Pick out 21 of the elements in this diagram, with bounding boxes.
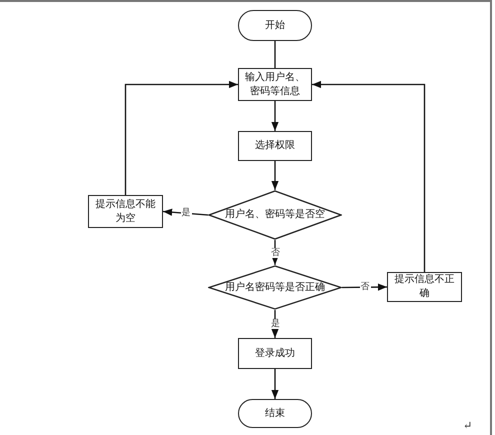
process-box: 选择权限: [238, 131, 312, 161]
edge-label: 是: [180, 208, 192, 218]
edge-label: 是: [270, 319, 281, 329]
process-box: 输入用户名、密码等信息: [238, 68, 312, 101]
process-box: 登录成功: [238, 338, 312, 369]
arrow: [162, 208, 208, 216]
arrow: [271, 369, 279, 399]
decision-diamond: 用户名密码等是否正确: [208, 265, 342, 310]
arrow: [312, 80, 426, 272]
terminal-shape: 开始: [238, 10, 312, 41]
process-box: 提示信息不正确: [387, 272, 462, 302]
arrow: [271, 161, 279, 190]
connector-line: [274, 41, 276, 68]
arrow: [124, 80, 238, 195]
edge-label: 否: [360, 282, 370, 292]
decision-diamond: 用户名、密码等是否空: [208, 190, 342, 240]
process-box: 提示信息不能为空: [88, 195, 163, 228]
arrow: [342, 283, 387, 291]
arrow: [271, 101, 279, 131]
edge-label: 否: [270, 248, 281, 258]
terminal-shape: 结束: [238, 399, 312, 428]
